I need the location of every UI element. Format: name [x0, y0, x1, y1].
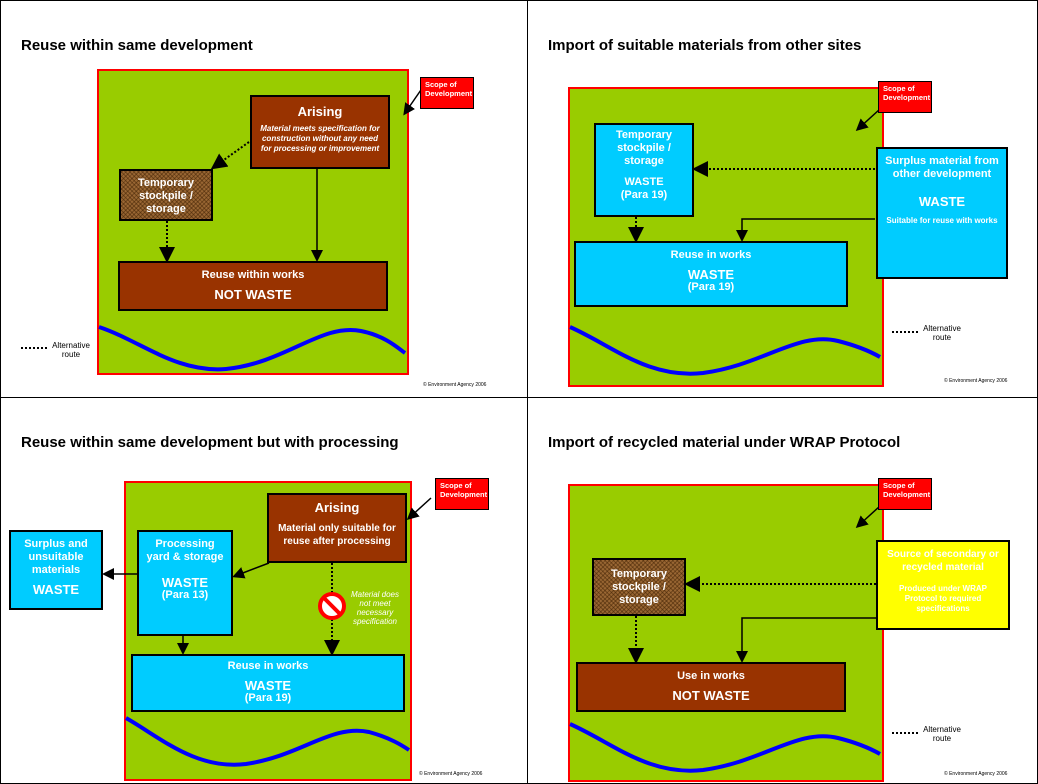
arising-title: Arising [314, 500, 360, 515]
use-status: NOT WASTE [672, 688, 750, 703]
development-site [568, 484, 884, 782]
reuse-status: WASTE [244, 678, 292, 693]
reuse-within-works-box: Reuse within works NOT WASTE [118, 261, 388, 311]
temporary-stockpile-box: Temporary stockpile / storage [592, 558, 686, 616]
arrow-arising-to-stockpile [210, 141, 250, 170]
panel-import-recycled-wrap: Import of recycled material under WRAP P… [527, 397, 1038, 784]
panel-reuse-same-development: Reuse within same development Scope of D… [0, 0, 528, 398]
reuse-para: (Para 19) [687, 281, 735, 293]
arising-title: Arising [297, 104, 343, 119]
alternative-route-label: Alternative route [923, 324, 961, 342]
reuse-in-works-box: Reuse in works WASTE (Para 19) [574, 241, 848, 307]
panel-import-suitable-materials: Import of suitable materials from other … [527, 0, 1038, 398]
processing-yard-box: Processing yard & storage WASTE (Para 13… [137, 530, 233, 636]
alternative-route-line [892, 331, 918, 333]
alternative-route-line [892, 732, 918, 734]
arrow-source-to-use [736, 617, 876, 663]
scope-of-development-label: Scope of Development [420, 77, 474, 109]
surplus-status: WASTE [32, 582, 80, 597]
surplus-material-box: Surplus material from other development … [876, 147, 1008, 279]
reuse-status: WASTE [687, 267, 735, 282]
surplus-status: WASTE [918, 194, 966, 209]
reuse-in-works-box: Reuse in works WASTE (Para 19) [131, 654, 405, 712]
temporary-stockpile-box: Temporary stockpile / storage [119, 169, 213, 221]
surplus-unsuitable-box: Surplus and unsuitable materials WASTE [9, 530, 103, 610]
use-title: Use in works [677, 670, 745, 682]
use-in-works-box: Use in works NOT WASTE [576, 662, 846, 712]
river [98, 325, 407, 372]
surplus-title: Surplus material from other development [885, 155, 999, 180]
reuse-title: Reuse within works [201, 269, 305, 281]
panel-title: Reuse within same development but with p… [21, 434, 399, 451]
connector-layer [98, 86, 424, 372]
source-recycled-material-box: Source of secondary or recycled material… [876, 540, 1010, 630]
copyright-notice: © Environment Agency 2006 [944, 771, 1008, 777]
source-title: Source of secondary or recycled material [887, 549, 999, 573]
panel-title: Import of recycled material under WRAP P… [548, 434, 901, 451]
connector-layer [569, 505, 881, 773]
scope-of-development-label: Scope of Development [878, 81, 932, 113]
stockpile-label: Temporary stockpile / storage [615, 129, 673, 167]
stockpile-status: WASTE [624, 176, 664, 188]
connector-layer [102, 497, 432, 767]
reuse-para: (Para 19) [244, 692, 292, 704]
river [125, 716, 411, 767]
copyright-notice: © Environment Agency 2006 [944, 378, 1008, 384]
arising-description: Material only suitable for reuse after p… [278, 523, 396, 547]
connector-layer [569, 108, 881, 376]
temporary-stockpile-box: Temporary stockpile / storage WASTE (Par… [594, 123, 694, 217]
alternative-route-line [21, 347, 47, 349]
arising-description: Material meets specification for constru… [260, 124, 380, 153]
panel-reuse-with-processing: Reuse within same development but with p… [0, 397, 528, 784]
arising-box: Arising Material only suitable for reuse… [267, 493, 407, 563]
processing-label: Processing yard & storage [146, 538, 224, 563]
arrow-arising-to-processing [232, 562, 270, 579]
processing-status: WASTE [161, 575, 209, 590]
prohibited-icon [318, 592, 346, 620]
arising-box: Arising Material meets specification for… [250, 95, 390, 169]
reuse-title: Reuse in works [227, 660, 309, 672]
surplus-note: Suitable for reuse with works [886, 216, 998, 225]
river [569, 325, 881, 376]
processing-para: (Para 13) [161, 589, 209, 601]
stockpile-para: (Para 19) [620, 189, 668, 201]
river [569, 722, 881, 773]
panel-title: Reuse within same development [21, 37, 253, 54]
surplus-title: Surplus and unsuitable materials [24, 538, 88, 576]
reuse-status: NOT WASTE [214, 287, 292, 302]
copyright-notice: © Environment Agency 2006 [419, 771, 483, 777]
arrow-scope-to-site [855, 108, 881, 132]
stockpile-label: Temporary stockpile / storage [137, 177, 195, 215]
alternative-route-label: Alternative route [923, 725, 961, 743]
source-description: Produced under WRAP Protocol to required… [898, 584, 987, 613]
arrow-scope-to-arising [406, 497, 432, 521]
stockpile-label: Temporary stockpile / storage [610, 568, 668, 606]
scope-of-development-label: Scope of Development [878, 478, 932, 510]
copyright-notice: © Environment Agency 2006 [423, 382, 487, 388]
arrow-surplus-to-reuse [736, 218, 875, 242]
reuse-title: Reuse in works [670, 249, 752, 261]
panel-title: Import of suitable materials from other … [548, 37, 862, 54]
scope-of-development-label: Scope of Development [435, 478, 489, 510]
not-meet-specification-note: Material does not meet necessary specifi… [350, 590, 400, 626]
arrow-scope-to-site [855, 505, 881, 529]
alternative-route-label: Alternative route [52, 341, 90, 359]
